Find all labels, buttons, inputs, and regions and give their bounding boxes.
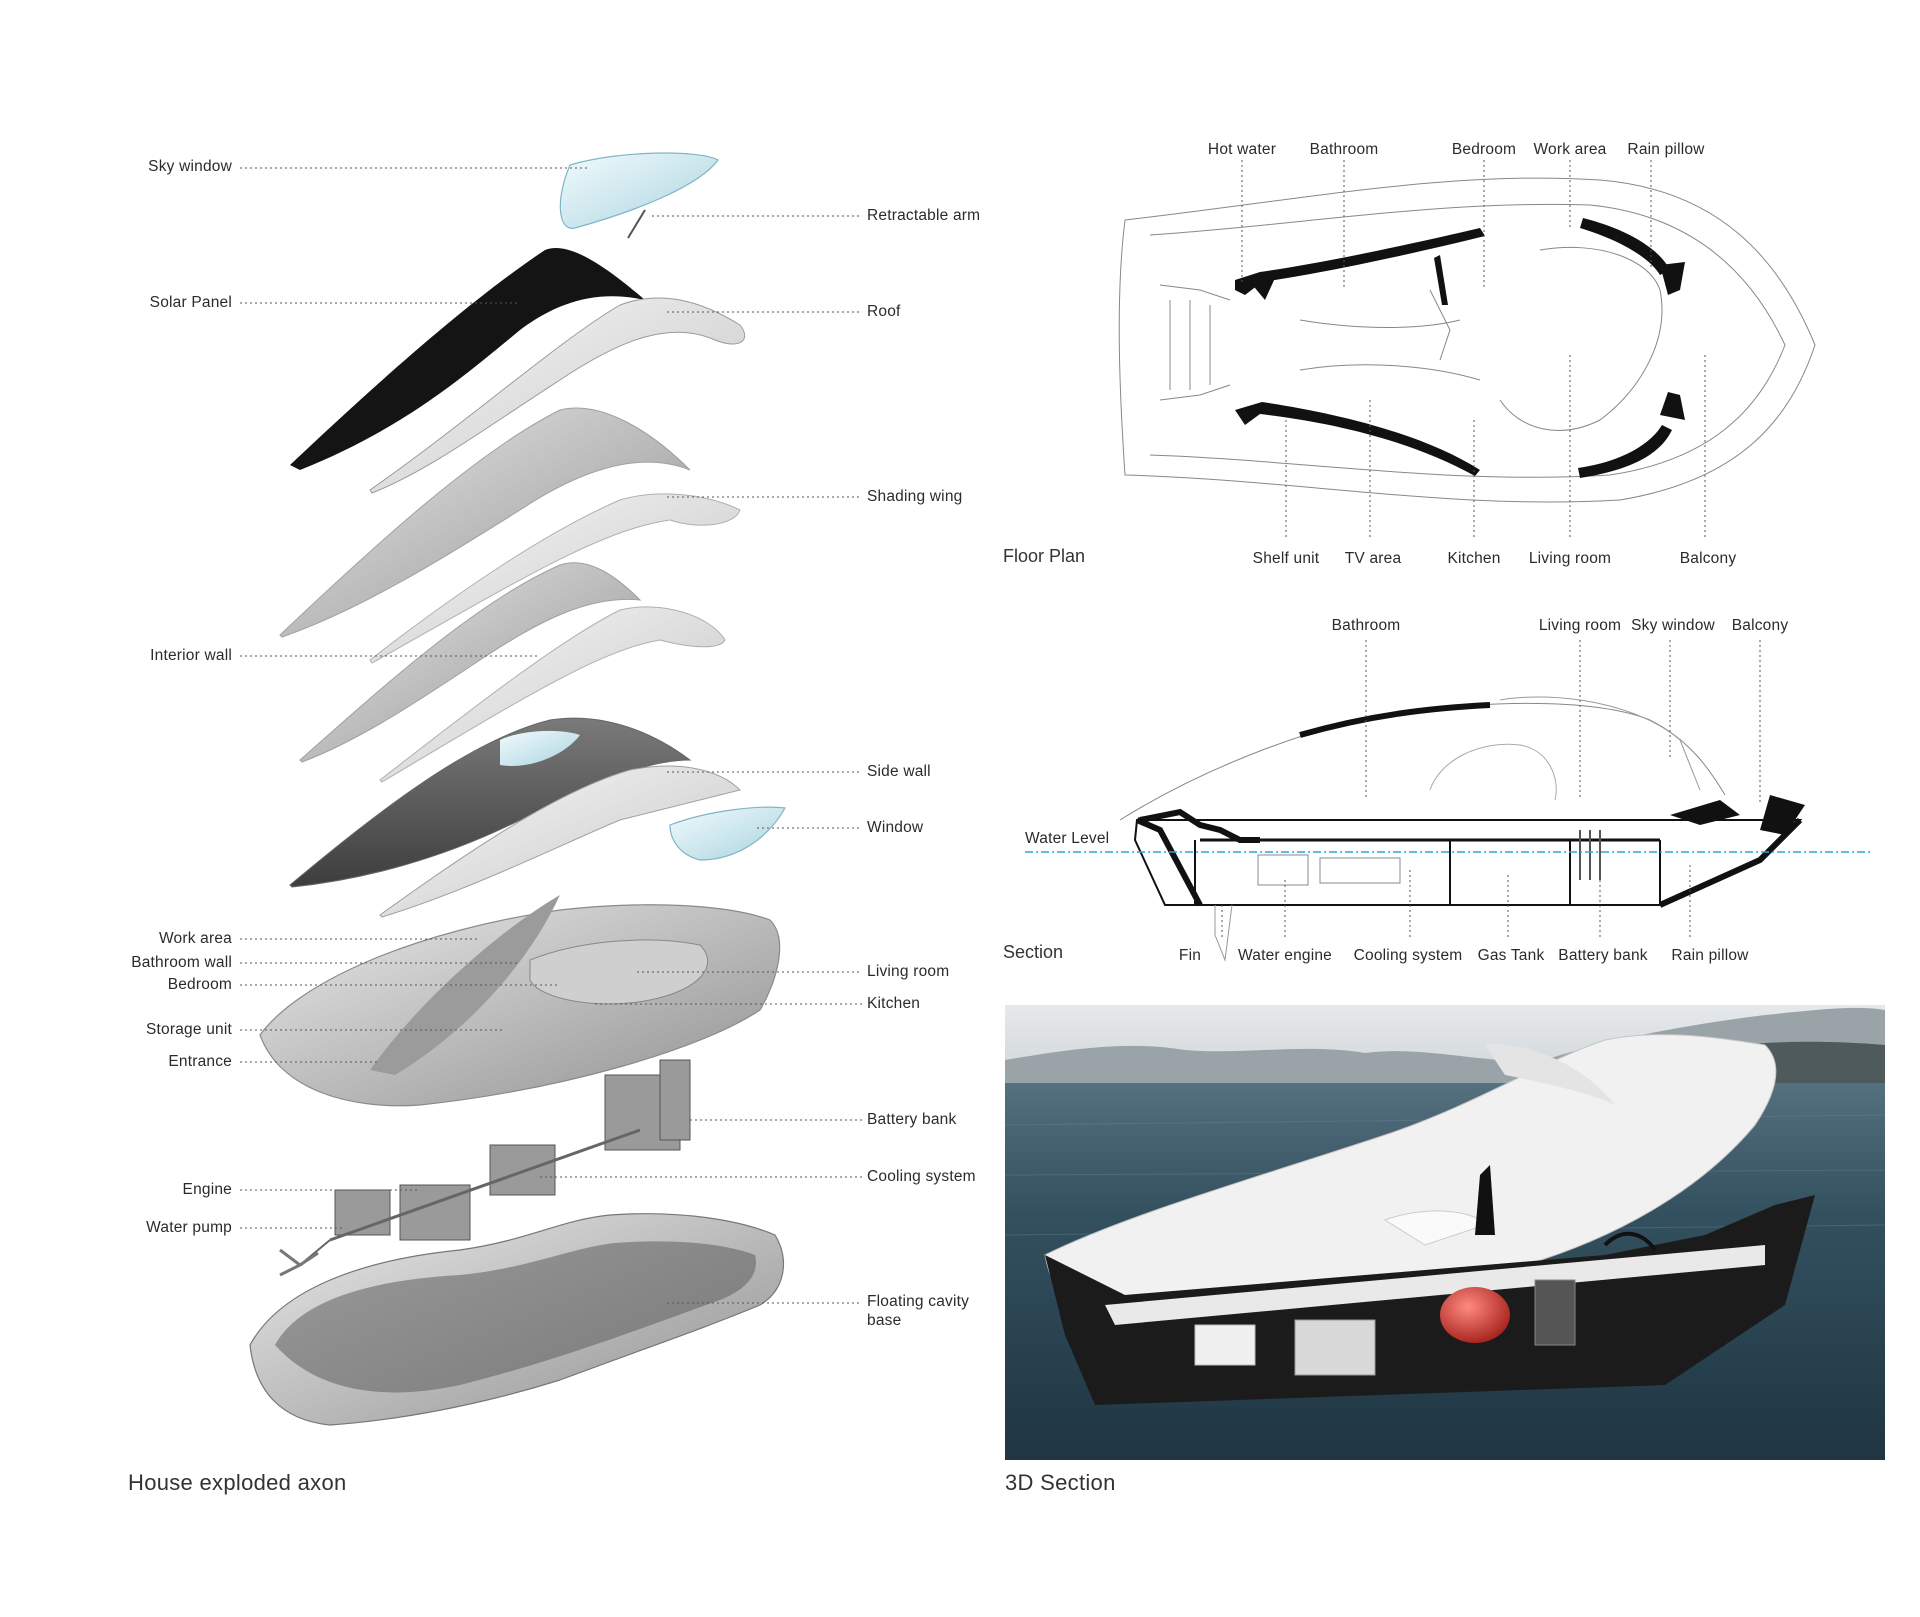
sec-label-cooling-system: Cooling system xyxy=(1353,947,1463,964)
label-sky-window: Sky window xyxy=(148,158,232,175)
label-retractable-arm: Retractable arm xyxy=(867,207,981,224)
render-3d-section xyxy=(1005,1005,1885,1460)
fp-label-kitchen: Kitchen xyxy=(1447,550,1501,567)
sec-label-balcony: Balcony xyxy=(1731,617,1789,634)
floor-plan-walls xyxy=(1235,218,1685,478)
label-cooling-system: Cooling system xyxy=(867,1168,976,1185)
fp-label-rain-pillow: Rain pillow xyxy=(1627,141,1705,158)
caption-3d-section: 3D Section xyxy=(1005,1470,1116,1495)
floor-plan xyxy=(1118,177,1816,503)
sec-label-water-level: Water Level xyxy=(1025,830,1110,847)
fp-label-balcony: Balcony xyxy=(1679,550,1737,567)
label-bathroom-wall: Bathroom wall xyxy=(131,954,232,971)
fp-label-work-area: Work area xyxy=(1533,141,1607,158)
window-glass xyxy=(669,806,786,861)
label-floating-cavity-base: Floating cavity xyxy=(867,1293,970,1310)
sec-label-rain-pillow: Rain pillow xyxy=(1671,947,1749,964)
fp-label-living-room: Living room xyxy=(1528,550,1612,567)
interior-wall xyxy=(299,562,642,763)
label-bedroom: Bedroom xyxy=(167,976,232,993)
render-3d-image xyxy=(1005,1005,1885,1460)
fp-label-hot-water: Hot water xyxy=(1207,141,1277,158)
label-roof: Roof xyxy=(867,303,901,320)
shading-wing xyxy=(279,407,691,638)
label-water-pump: Water pump xyxy=(146,1219,232,1236)
sec-label-battery-bank: Battery bank xyxy=(1558,947,1648,964)
propeller xyxy=(279,1248,319,1277)
floor-plan-leaders xyxy=(1241,160,1706,540)
sec-label-gas-tank: Gas Tank xyxy=(1477,947,1545,964)
section-drawing xyxy=(1025,696,1870,962)
label-window: Window xyxy=(867,819,924,836)
label-solar-panel: Solar Panel xyxy=(149,294,232,311)
gas-tank xyxy=(1440,1287,1510,1343)
sec-label-living-room: Living room xyxy=(1538,617,1622,634)
axon-leaders xyxy=(240,167,862,1304)
fp-label-shelf-unit: Shelf unit xyxy=(1252,550,1320,567)
exploded-axon xyxy=(249,152,786,1426)
label-storage-unit: Storage unit xyxy=(146,1021,232,1038)
label-engine: Engine xyxy=(182,1181,232,1198)
label-kitchen: Kitchen xyxy=(867,995,921,1012)
fp-label-bedroom: Bedroom xyxy=(1451,141,1517,158)
label-side-wall: Side wall xyxy=(867,763,931,780)
fp-label-tv-area: TV area xyxy=(1344,550,1402,567)
section-leaders xyxy=(1221,640,1761,940)
label-entrance: Entrance xyxy=(168,1053,232,1070)
solar-panel xyxy=(290,248,645,470)
roof xyxy=(369,297,746,494)
fp-label-bathroom: Bathroom xyxy=(1309,141,1379,158)
side-wall xyxy=(289,717,692,888)
label-work-area: Work area xyxy=(158,930,232,947)
label-interior-wall: Interior wall xyxy=(150,647,232,664)
sec-label-bathroom: Bathroom xyxy=(1331,617,1401,634)
label-battery-bank: Battery bank xyxy=(867,1111,957,1128)
hull-outline xyxy=(1133,819,1803,906)
sky-window-glass xyxy=(559,152,719,229)
machinery xyxy=(299,1059,691,1266)
label-living-room: Living room xyxy=(867,963,950,980)
caption-floor-plan: Floor Plan xyxy=(1003,546,1086,566)
sec-label-fin: Fin xyxy=(1178,947,1202,964)
label-shading-wing: Shading wing xyxy=(867,488,963,505)
caption-house-exploded-axon: House exploded axon xyxy=(128,1470,347,1495)
label-floating-cavity-base-line2: base xyxy=(867,1312,902,1329)
caption-section: Section xyxy=(1003,942,1064,962)
sec-label-water-engine: Water engine xyxy=(1237,947,1333,964)
sec-label-sky-window: Sky window xyxy=(1631,617,1715,634)
